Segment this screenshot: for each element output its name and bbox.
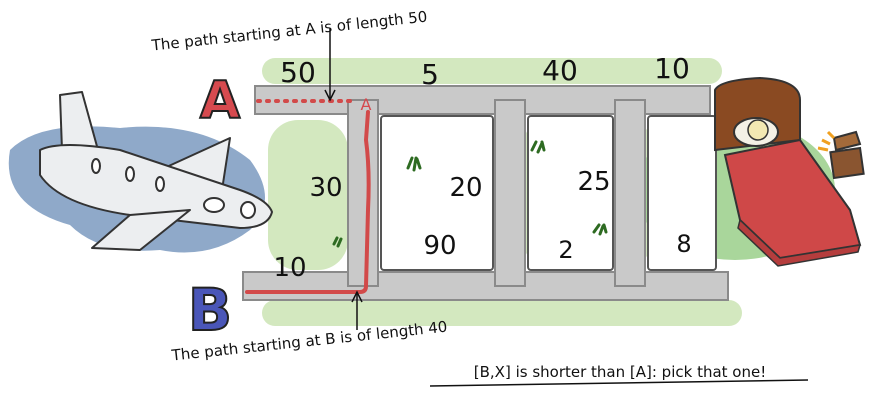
start-label-a: A	[200, 71, 240, 131]
edge-weight-far-right: 8	[676, 230, 691, 258]
edge-weight-bottom-left: 10	[273, 253, 306, 283]
edge-weight-top-2: 5	[421, 58, 439, 91]
annotation-conclusion: [B,X] is shorter than [A]: pick that one…	[474, 363, 766, 381]
edge-weight-mid-lower: 90	[423, 231, 456, 261]
annotation-top: The path starting at A is of length 50	[150, 8, 428, 55]
edge-weight-top-4: 10	[654, 52, 690, 85]
edge-weight-top-3: 40	[542, 54, 578, 87]
edge-weight-mid-upper: 20	[449, 173, 482, 203]
edge-weight-top-1: 50	[280, 56, 316, 89]
path-a-marker: A	[361, 95, 372, 114]
edge-weight-right-lower: 2	[558, 236, 573, 264]
edge-weight-right-upper: 25	[577, 167, 610, 197]
edge-weight-left-vertical: 30	[309, 173, 342, 203]
start-label-b: B	[188, 276, 232, 344]
